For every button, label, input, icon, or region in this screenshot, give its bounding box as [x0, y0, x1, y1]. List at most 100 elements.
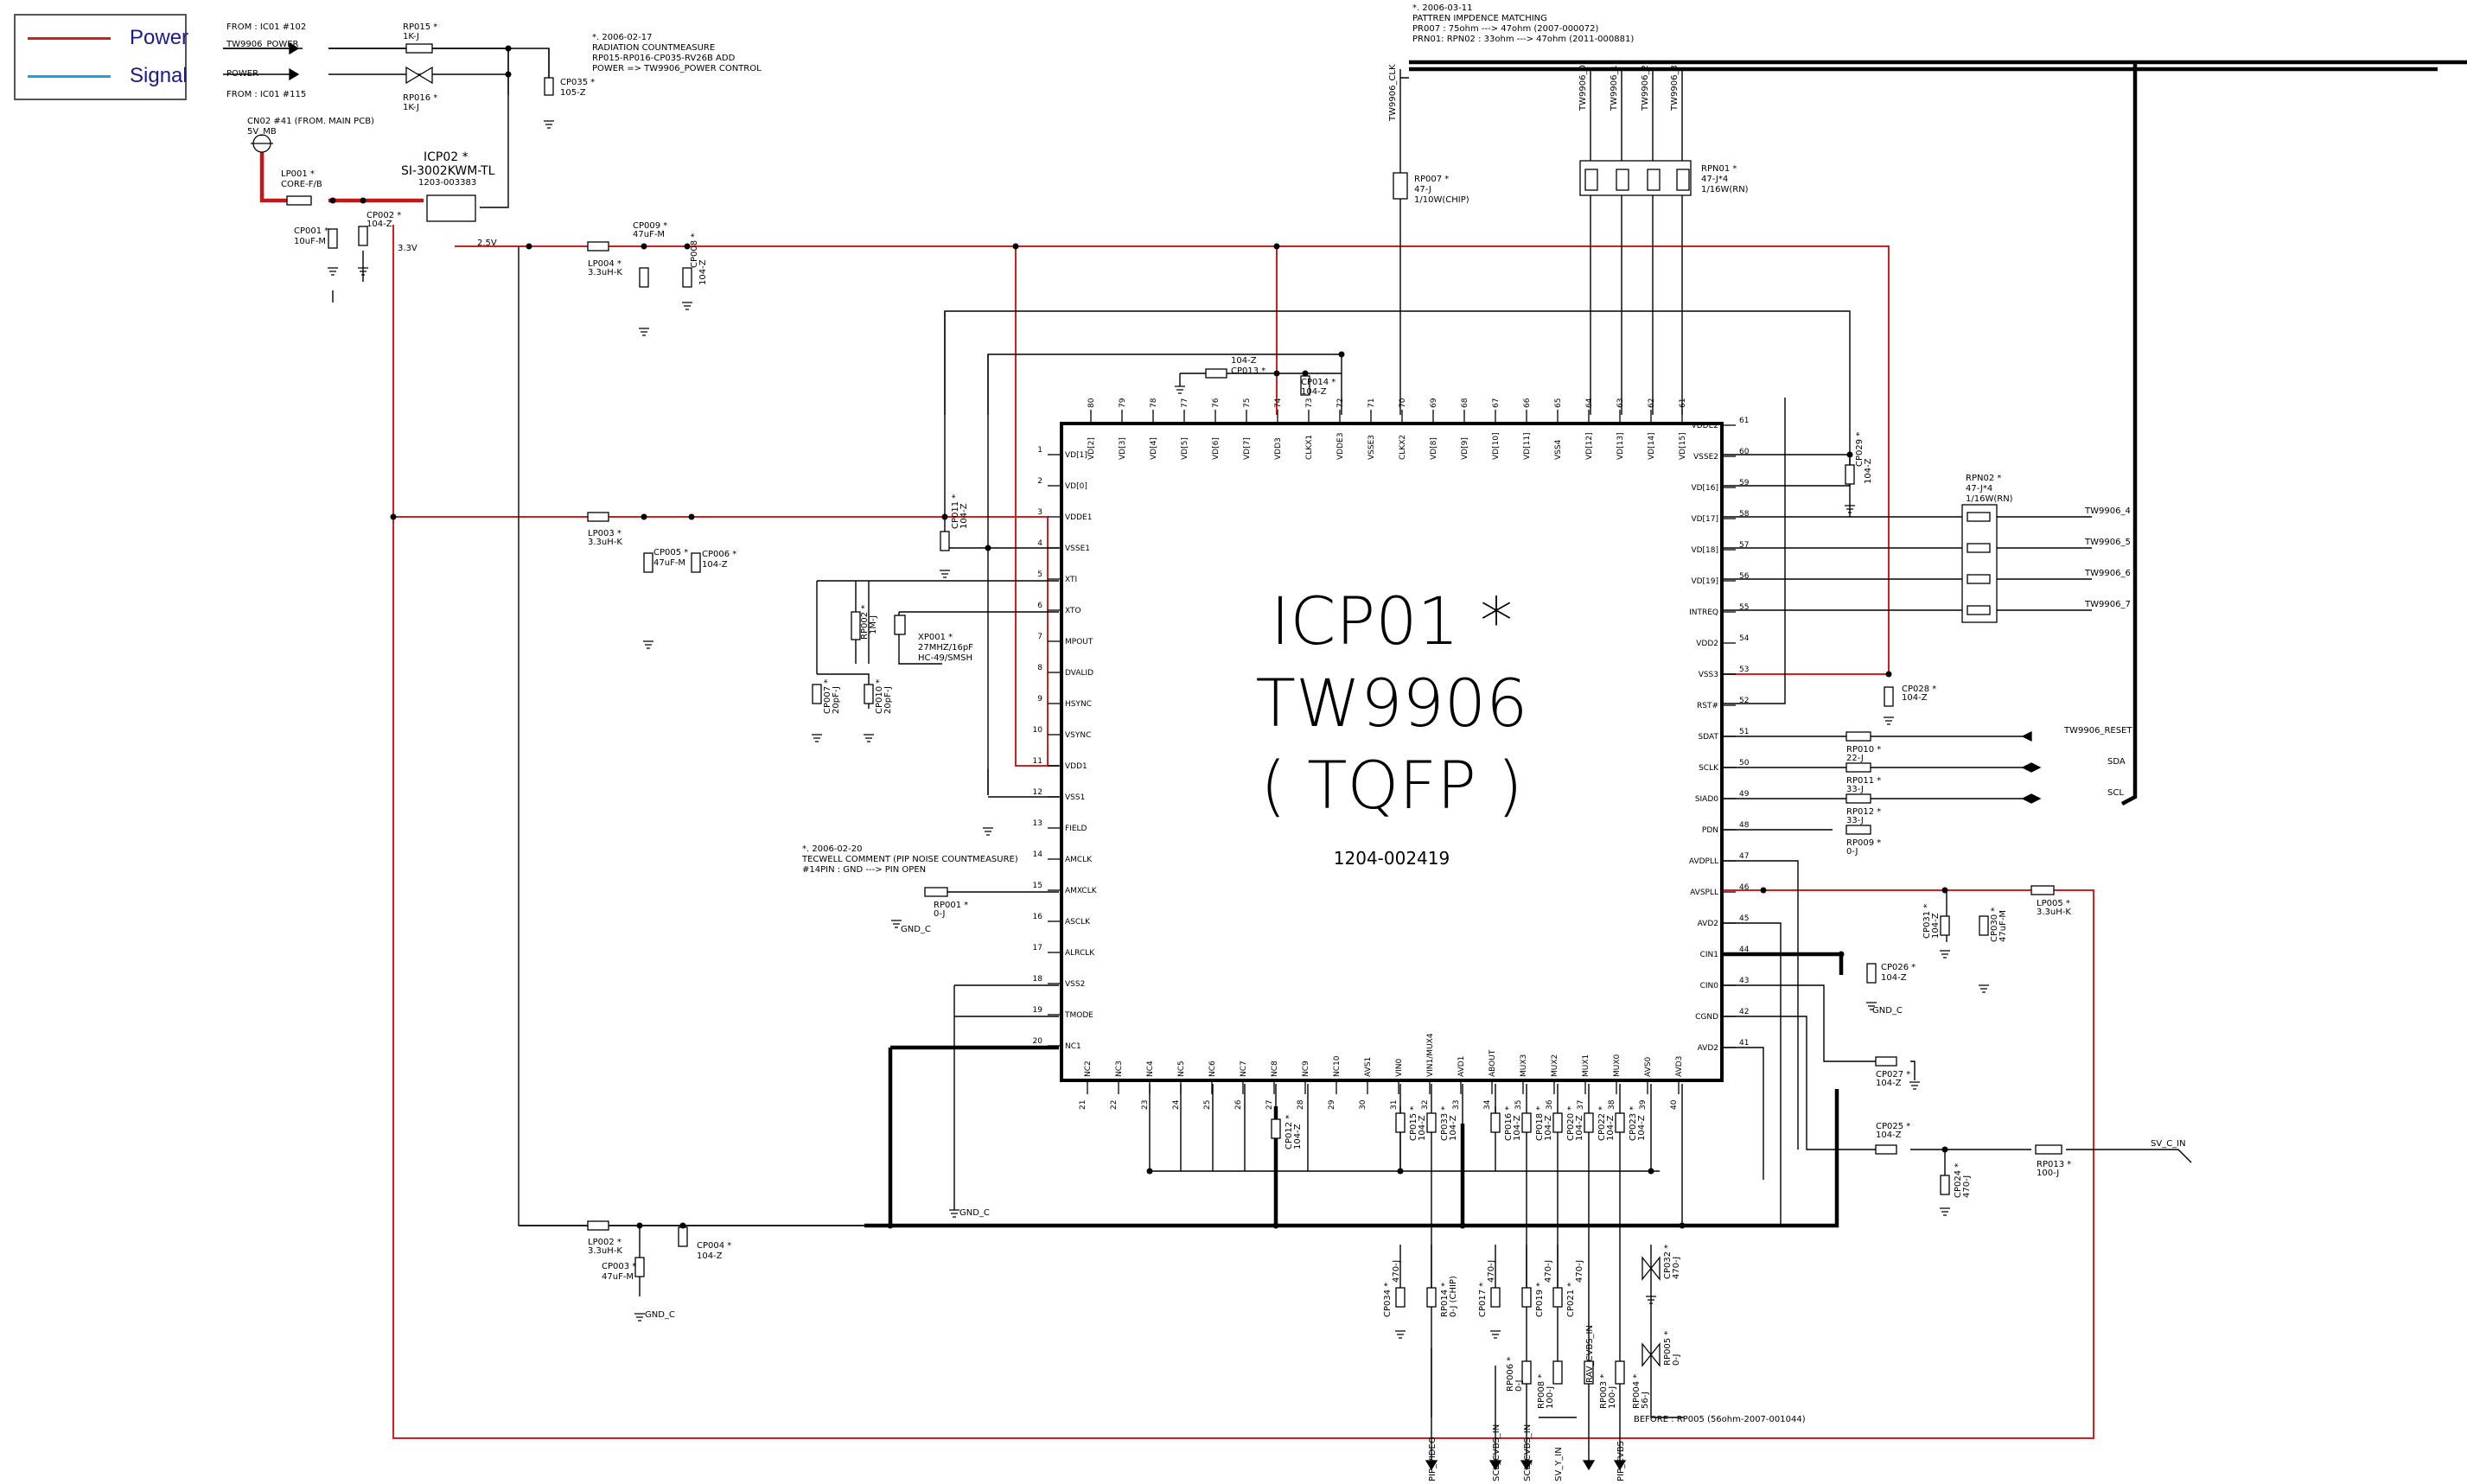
tw9906-3-label: TW9906_3: [1670, 65, 1680, 111]
gnd-icon: [639, 328, 649, 336]
ic-package-label: ( TQFP ): [1260, 747, 1522, 824]
from-ic01-115-label: FROM : IC01 #115: [226, 90, 306, 99]
cp003-label: CP003 *: [602, 1262, 636, 1271]
cp032-label: CP032 *: [1663, 1245, 1673, 1279]
xp001-value1: 27MHZ/16pF: [918, 643, 973, 653]
gnd-c-label-4: GND_C: [1872, 1006, 1903, 1016]
cp022-label: CP022 *: [1597, 1106, 1607, 1141]
tw9906-0-label: TW9906_0: [1578, 65, 1588, 111]
pin-name-label: AVD2: [1698, 920, 1718, 928]
icp02-part: SI-3002KWM-TL: [401, 164, 495, 178]
pin-name-label: TMODE: [1064, 1011, 1093, 1020]
pin-name-label: VD[9]: [1461, 437, 1469, 460]
lp001-ferrite: [286, 195, 312, 206]
cp027-cap: [1875, 1056, 1897, 1067]
ic-ref-label: ICP01 *: [1271, 583, 1513, 659]
tw9906-6-label: TW9906_6: [2084, 569, 2131, 578]
pin-number: 50: [1739, 759, 1750, 767]
from-ic01-102-label: FROM : IC01 #102: [226, 22, 306, 32]
pin-name-label: NC3: [1115, 1060, 1124, 1077]
cp009-label: CP009 *: [633, 221, 667, 231]
pin-name-label: AVD1: [1457, 1056, 1466, 1077]
cp009-value: 47uF-M: [633, 230, 665, 239]
cp023-label: CP023 *: [1629, 1106, 1638, 1141]
junction-dot: [1273, 370, 1280, 377]
pin-number: 66: [1523, 398, 1532, 408]
pin-number: 12: [1033, 788, 1042, 797]
gnd-icon: [1395, 1330, 1406, 1339]
pin-name-label: NC5: [1177, 1060, 1186, 1077]
rp013-label: RP013 *: [2037, 1160, 2071, 1169]
pin-number: 34: [1483, 1099, 1492, 1110]
bottom-gnd-bus: [864, 1089, 1839, 1228]
pin-name-label: VD[13]: [1616, 432, 1625, 460]
pin-name-label: VD[8]: [1430, 437, 1438, 460]
junction-dot: [329, 197, 336, 204]
control-wires: [1724, 736, 2031, 831]
cp033-label: CP033 *: [1440, 1106, 1450, 1141]
rp016-resistor-removed: [405, 66, 433, 85]
cp013-cap: [1205, 368, 1227, 379]
rp011-label: RP011 *: [1846, 776, 1881, 786]
pin-number: 6: [1037, 602, 1042, 610]
rp010-value: 22-J: [1846, 754, 1864, 763]
pin-number: 9: [1037, 695, 1042, 704]
pin-name-label: CLKX2: [1399, 435, 1407, 460]
clk-wire: [1399, 69, 1409, 415]
cp016-label: CP016 *: [1504, 1106, 1514, 1141]
tw9906-reset-label: TW9906_RESET: [2063, 726, 2132, 736]
gnd-icon: [1490, 1330, 1501, 1339]
cp031-cap: [1940, 915, 1950, 936]
gnd-icon: [891, 920, 902, 928]
pin-number: 35: [1514, 1100, 1523, 1110]
pin-number: 39: [1639, 1099, 1648, 1110]
pin-number: 47: [1739, 852, 1749, 861]
junction-dot: [941, 513, 948, 520]
tw9906-clk-label: TW9906_CLK: [1388, 64, 1398, 122]
junction-dot: [1941, 887, 1948, 894]
junction-dot: [1338, 351, 1345, 358]
sv-y-in-label: SV_Y_IN: [1554, 1447, 1564, 1481]
gnd-icon: [328, 267, 338, 276]
pin-name-label: VD[14]: [1648, 432, 1656, 460]
cp014-value: 104-Z: [1301, 387, 1327, 397]
junction-dot: [1941, 1146, 1948, 1153]
vss2-tmode-wires: [953, 984, 1059, 1210]
rp003-value: 100-J: [1608, 1386, 1617, 1409]
cp018-label: CP018 *: [1535, 1106, 1545, 1141]
rp016-value: 1K-J: [403, 103, 419, 112]
cp035-wire: [507, 48, 550, 95]
ground-wires: [332, 246, 864, 1226]
pin-number: 49: [1739, 790, 1750, 799]
rpn01-array: [1579, 160, 1692, 196]
cin-wires: [1724, 984, 1876, 1150]
pin-number: 53: [1739, 666, 1749, 674]
rp003-resistor: [1584, 1360, 1594, 1385]
top-data-bus: [1409, 60, 2467, 72]
scl-cvbs-in-label: SCL_CVBS_IN: [1492, 1424, 1501, 1481]
tw9906-1-label: TW9906_1: [1610, 65, 1619, 111]
pin-number: 25: [1203, 1100, 1212, 1110]
xti-wire: [816, 580, 1059, 674]
ground-symbols: [328, 120, 1989, 1339]
rpn02-array: [1961, 504, 1998, 623]
cp025-cap: [1875, 1144, 1897, 1155]
cp011-value: 104-Z: [959, 503, 969, 529]
pin-number: 24: [1172, 1099, 1181, 1110]
cp005-value: 47uF-M: [653, 558, 685, 568]
pin-number: 56: [1739, 572, 1750, 581]
gnd-icon: [864, 734, 874, 742]
pin-name-label: VDDE1: [1065, 513, 1092, 522]
cp002-cap: [358, 226, 368, 246]
junction-dot: [505, 45, 512, 52]
pin-number: 65: [1554, 398, 1563, 408]
gnd-icon: [940, 570, 950, 578]
note1-line1: RADIATION COUNTMEASURE: [592, 43, 715, 53]
cp030-value: 47uF-M: [1998, 910, 2008, 942]
pin-name-label: XTI: [1065, 576, 1077, 584]
cp016-cap: [1490, 1112, 1501, 1133]
rpn02-r1: [1967, 512, 1991, 522]
cp029-cap: [1845, 464, 1855, 485]
cp033-value: 104-Z: [1449, 1115, 1458, 1141]
pin-name-label: VD[4]: [1150, 437, 1158, 460]
